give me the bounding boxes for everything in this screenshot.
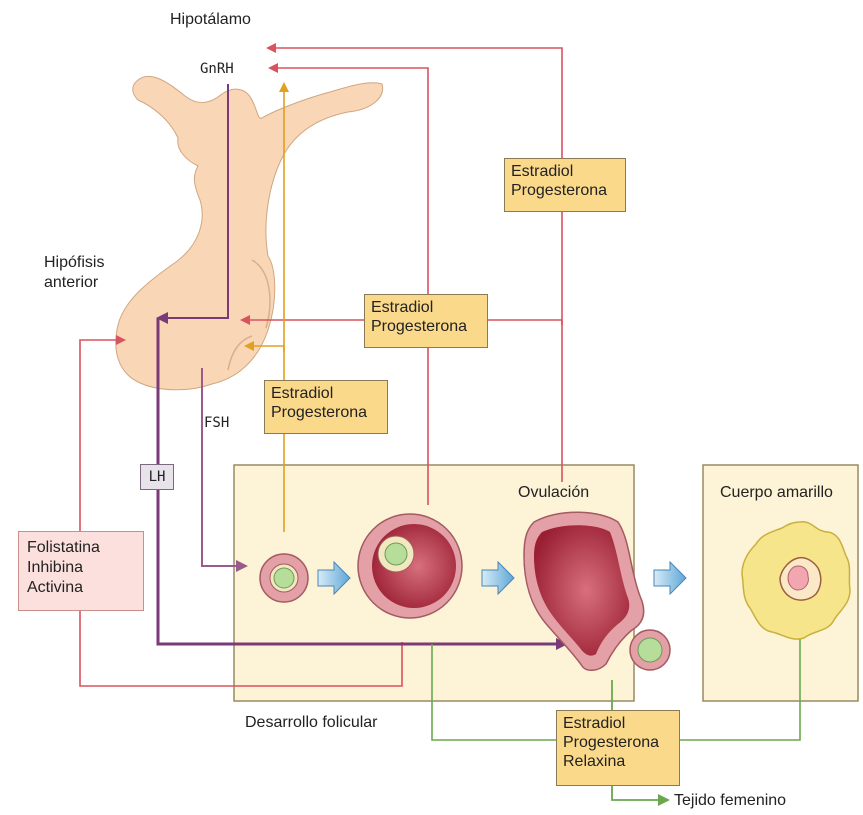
hormone-relaxin: Relaxina: [563, 752, 673, 771]
corpus-luteum-label: Cuerpo amarillo: [720, 483, 833, 502]
hormone-estradiol: Estradiol: [371, 298, 481, 317]
hormone-progesterone: Progesterona: [563, 733, 673, 752]
factor-activin: Activina: [27, 578, 135, 598]
follicular-development-label: Desarrollo folicular: [245, 713, 378, 732]
pituitary-gland: [116, 76, 383, 389]
ovulation-label: Ovulación: [518, 483, 589, 502]
hormone-box-lower-left: Estradiol Progesterona: [264, 380, 388, 434]
hormone-estradiol: Estradiol: [511, 162, 619, 181]
progression-arrow-3: [654, 562, 686, 594]
factor-inhibin: Inhibina: [27, 558, 135, 578]
hormone-box-upper-right: Estradiol Progesterona: [504, 158, 626, 212]
fsh-label: FSH: [204, 414, 229, 433]
hypothalamus-label: Hipotálamo: [170, 10, 251, 29]
hormone-progesterone: Progesterona: [371, 317, 481, 336]
hormone-estradiol: Estradiol: [563, 714, 673, 733]
antral-follicle: [358, 514, 462, 618]
factor-follistatin: Folistatina: [27, 538, 135, 558]
hormone-estradiol: Estradiol: [271, 384, 381, 403]
pituitary-label-line2: anterior: [44, 273, 98, 292]
gnrh-label: GnRH: [200, 60, 234, 79]
primary-follicle: [260, 554, 308, 602]
pituitary-label-line1: Hipófisis: [44, 253, 104, 272]
hormone-progesterone: Progesterona: [511, 181, 619, 200]
hormone-box-bottom: Estradiol Progesterona Relaxina: [556, 710, 680, 786]
hormone-box-middle: Estradiol Progesterona: [364, 294, 488, 348]
released-oocyte: [630, 630, 670, 670]
ovarian-factors-box: Folistatina Inhibina Activina: [18, 531, 144, 611]
female-tissue-label: Tejido femenino: [674, 791, 786, 810]
hormone-progesterone: Progesterona: [271, 403, 381, 422]
lh-label: LH: [140, 464, 174, 490]
